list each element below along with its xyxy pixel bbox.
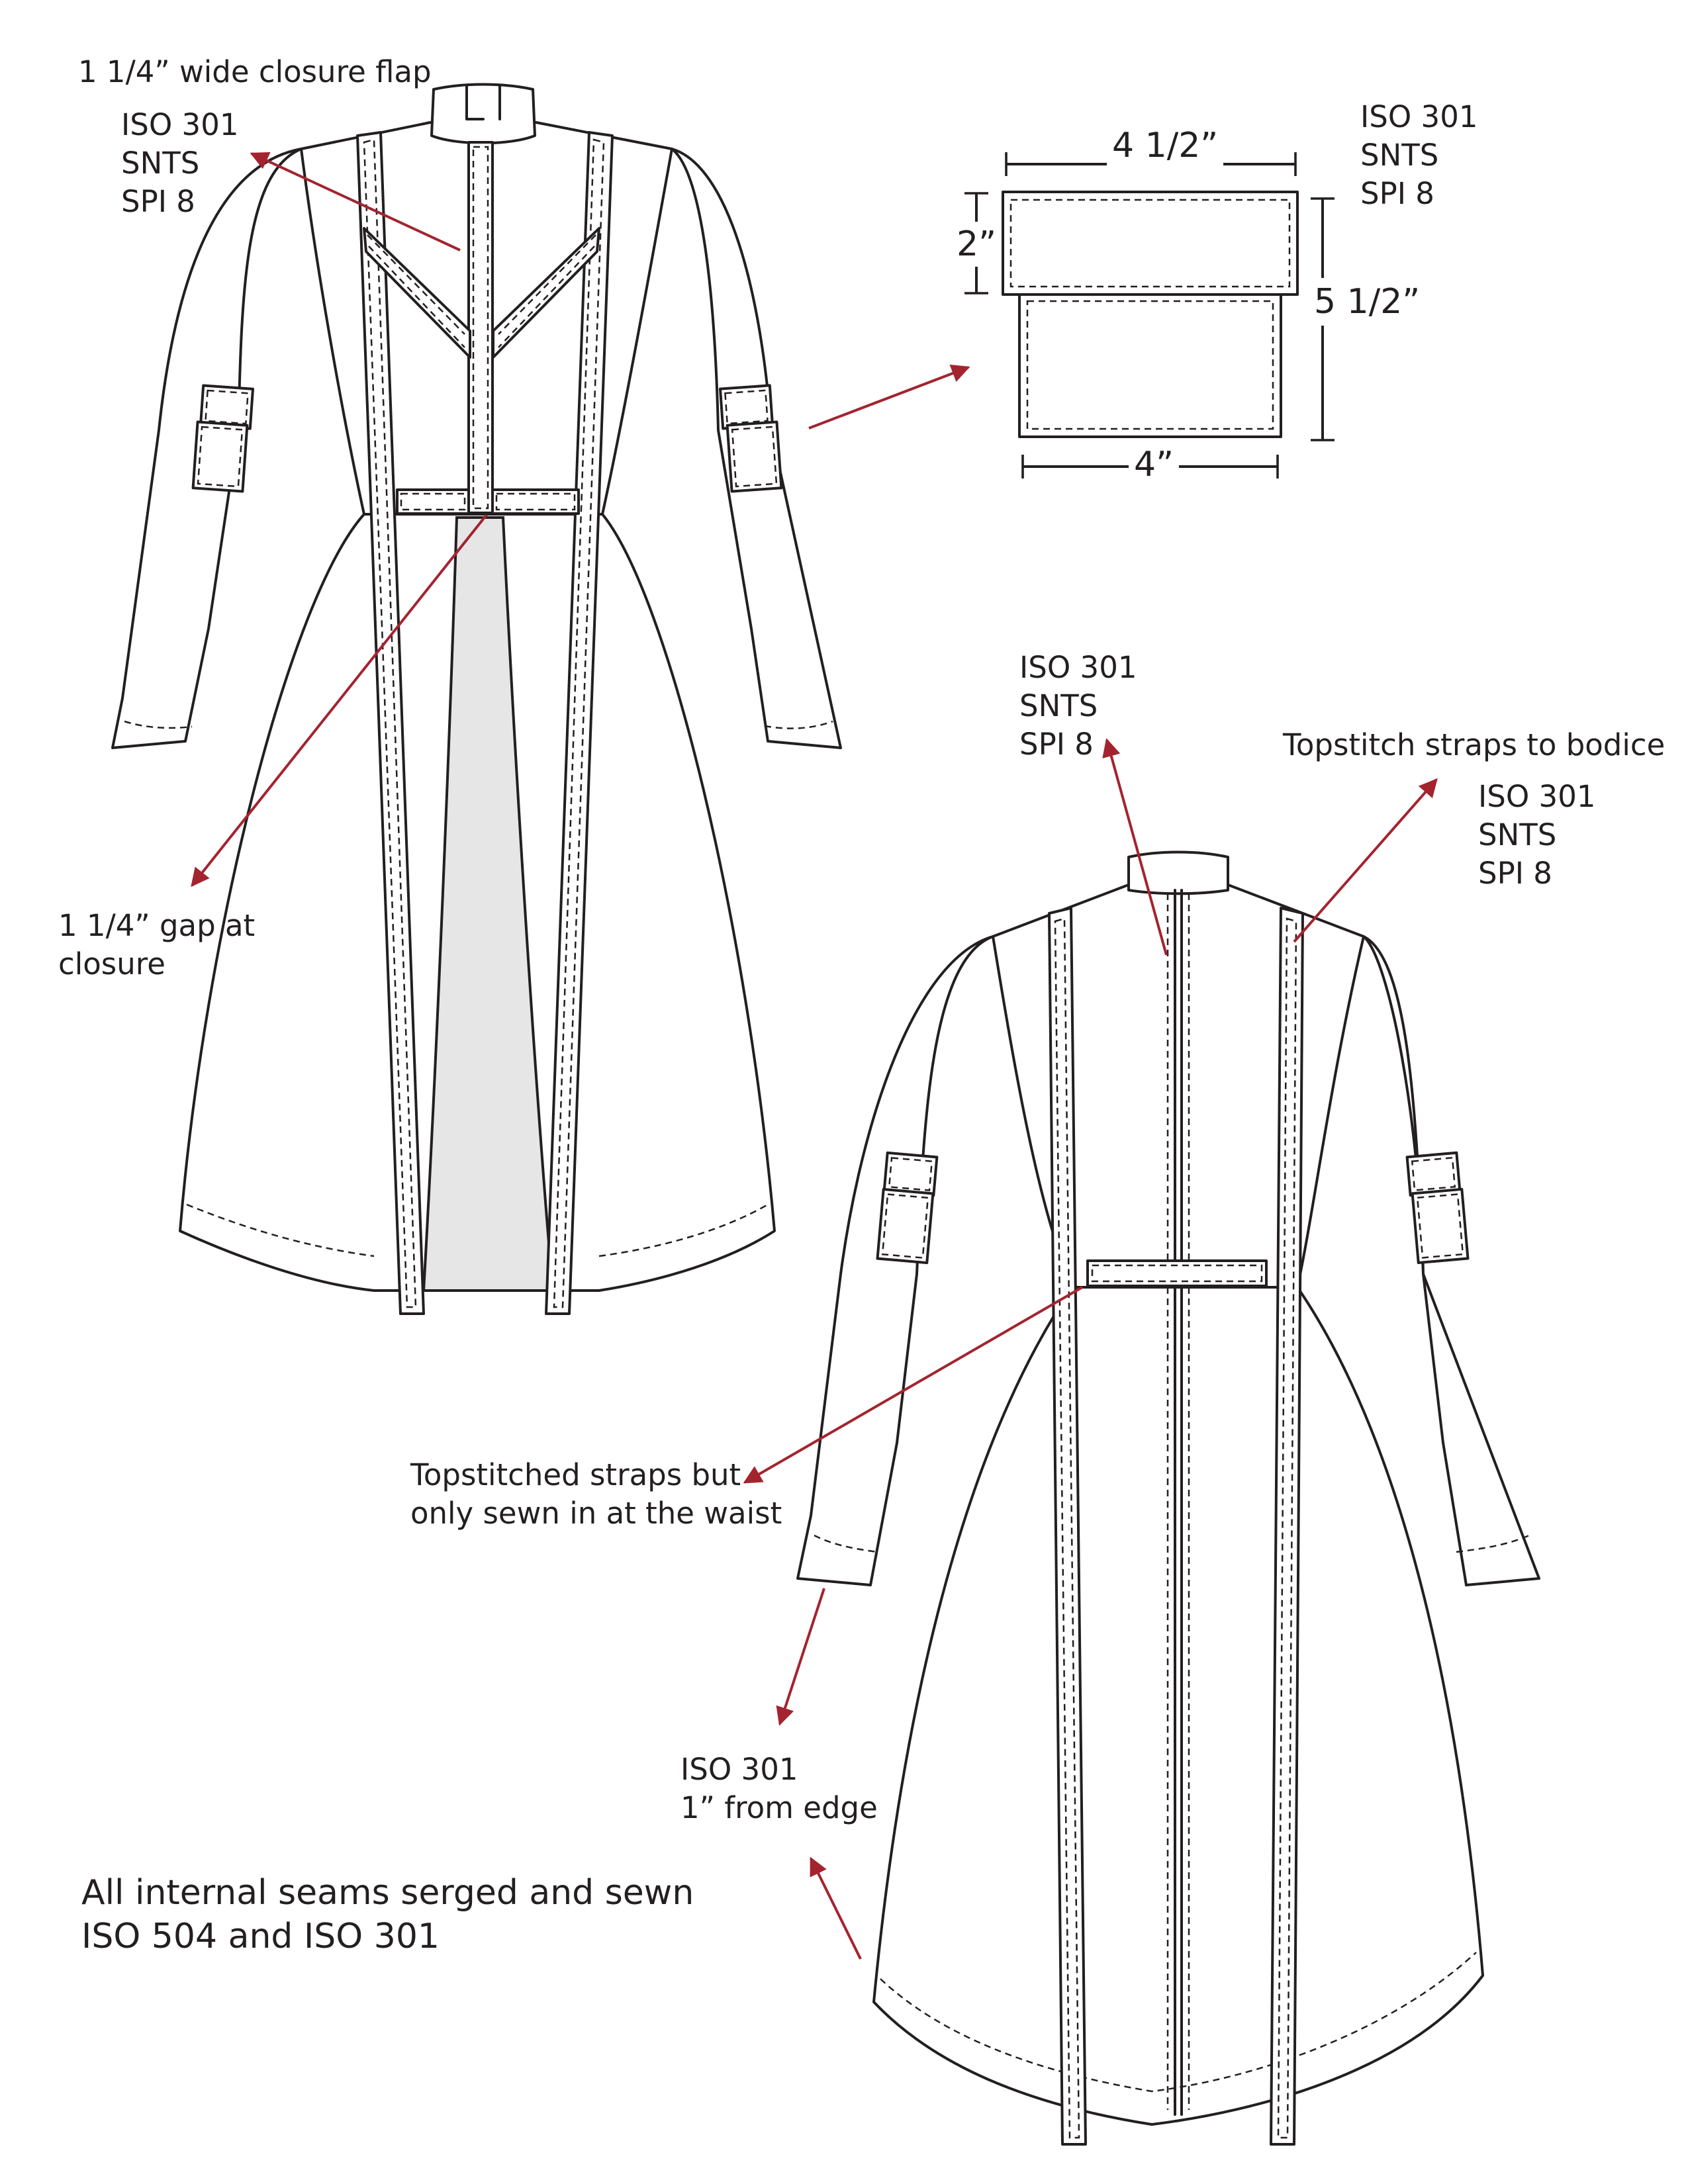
arrow-hem-stitch — [810, 1856, 862, 1960]
label-pocket-stitch: ISO 301 SNTS SPI 8 — [1360, 99, 1478, 211]
back-strap-left — [1048, 907, 1087, 2146]
front-strap-right — [545, 131, 614, 1315]
arrow-cuff-stitch — [776, 1588, 825, 1726]
front-strap-left — [356, 131, 425, 1315]
label-closure-flap: 1 1/4” wide closure flap — [78, 54, 432, 89]
annotation-arrows — [191, 152, 1438, 1960]
back-waist-belt — [1086, 1259, 1268, 1287]
arrow-gap-closure — [191, 514, 488, 887]
dim-bottom-width: 4” — [1129, 445, 1180, 484]
front-chevron-left — [363, 227, 471, 359]
arrow-to-pocket — [808, 364, 970, 430]
front-waist-belt-left — [396, 488, 470, 515]
label-back-center-stitch: ISO 301 SNTS SPI 8 — [1019, 650, 1137, 762]
label-topstitch-bodice: Topstitch straps to bodice — [1283, 727, 1665, 762]
front-right-cuff-stitch — [764, 720, 833, 729]
front-collar — [430, 83, 536, 145]
back-right-sleeve-tab — [1405, 1151, 1470, 1265]
pocket-flap — [1002, 191, 1299, 296]
back-left-cuff-stitch — [814, 1534, 878, 1553]
pocket-body — [1018, 293, 1282, 438]
arrow-waist-straps — [743, 1286, 1084, 1484]
front-hem-stitch — [186, 1203, 375, 1257]
front-placket — [467, 141, 494, 514]
front-view — [111, 83, 842, 1315]
front-left-cuff-stitch — [124, 720, 193, 729]
label-front-stitch: ISO 301 SNTS SPI 8 — [121, 107, 239, 219]
dim-top-width: 4 1/2” — [1107, 126, 1224, 165]
label-bodice-stitch: ISO 301 SNTS SPI 8 — [1478, 779, 1596, 891]
dim-total-height: 5 1/2” — [1314, 278, 1421, 326]
arrow-topstitch-bodice — [1293, 778, 1438, 943]
back-view — [796, 850, 1540, 2146]
back-right-sleeve — [1362, 935, 1540, 1586]
arrow-back-center-stitch — [1102, 738, 1168, 956]
label-gap-closure: 1 1/4” gap at closure — [58, 908, 256, 981]
front-left-sleeve-tab — [191, 384, 255, 493]
pocket-detail — [964, 152, 1335, 478]
dim-flap-height: 2” — [957, 222, 997, 267]
back-skirt — [872, 1286, 1484, 2126]
label-hem-stitch: ISO 301 1” from edge — [680, 1752, 878, 1825]
front-chevron-right — [492, 227, 600, 359]
front-right-sleeve-tab — [718, 384, 783, 493]
back-left-sleeve-tab — [876, 1151, 939, 1265]
back-collar — [1127, 850, 1229, 895]
arrow-front-stitch — [250, 152, 461, 251]
back-hem-stitch — [880, 1952, 1477, 2093]
label-internal-seams: All internal seams serged and sewn ISO 5… — [81, 1873, 694, 1956]
label-waist-straps: Topstitched straps but only sewn in at t… — [410, 1457, 782, 1531]
back-right-cuff-stitch — [1456, 1534, 1530, 1553]
